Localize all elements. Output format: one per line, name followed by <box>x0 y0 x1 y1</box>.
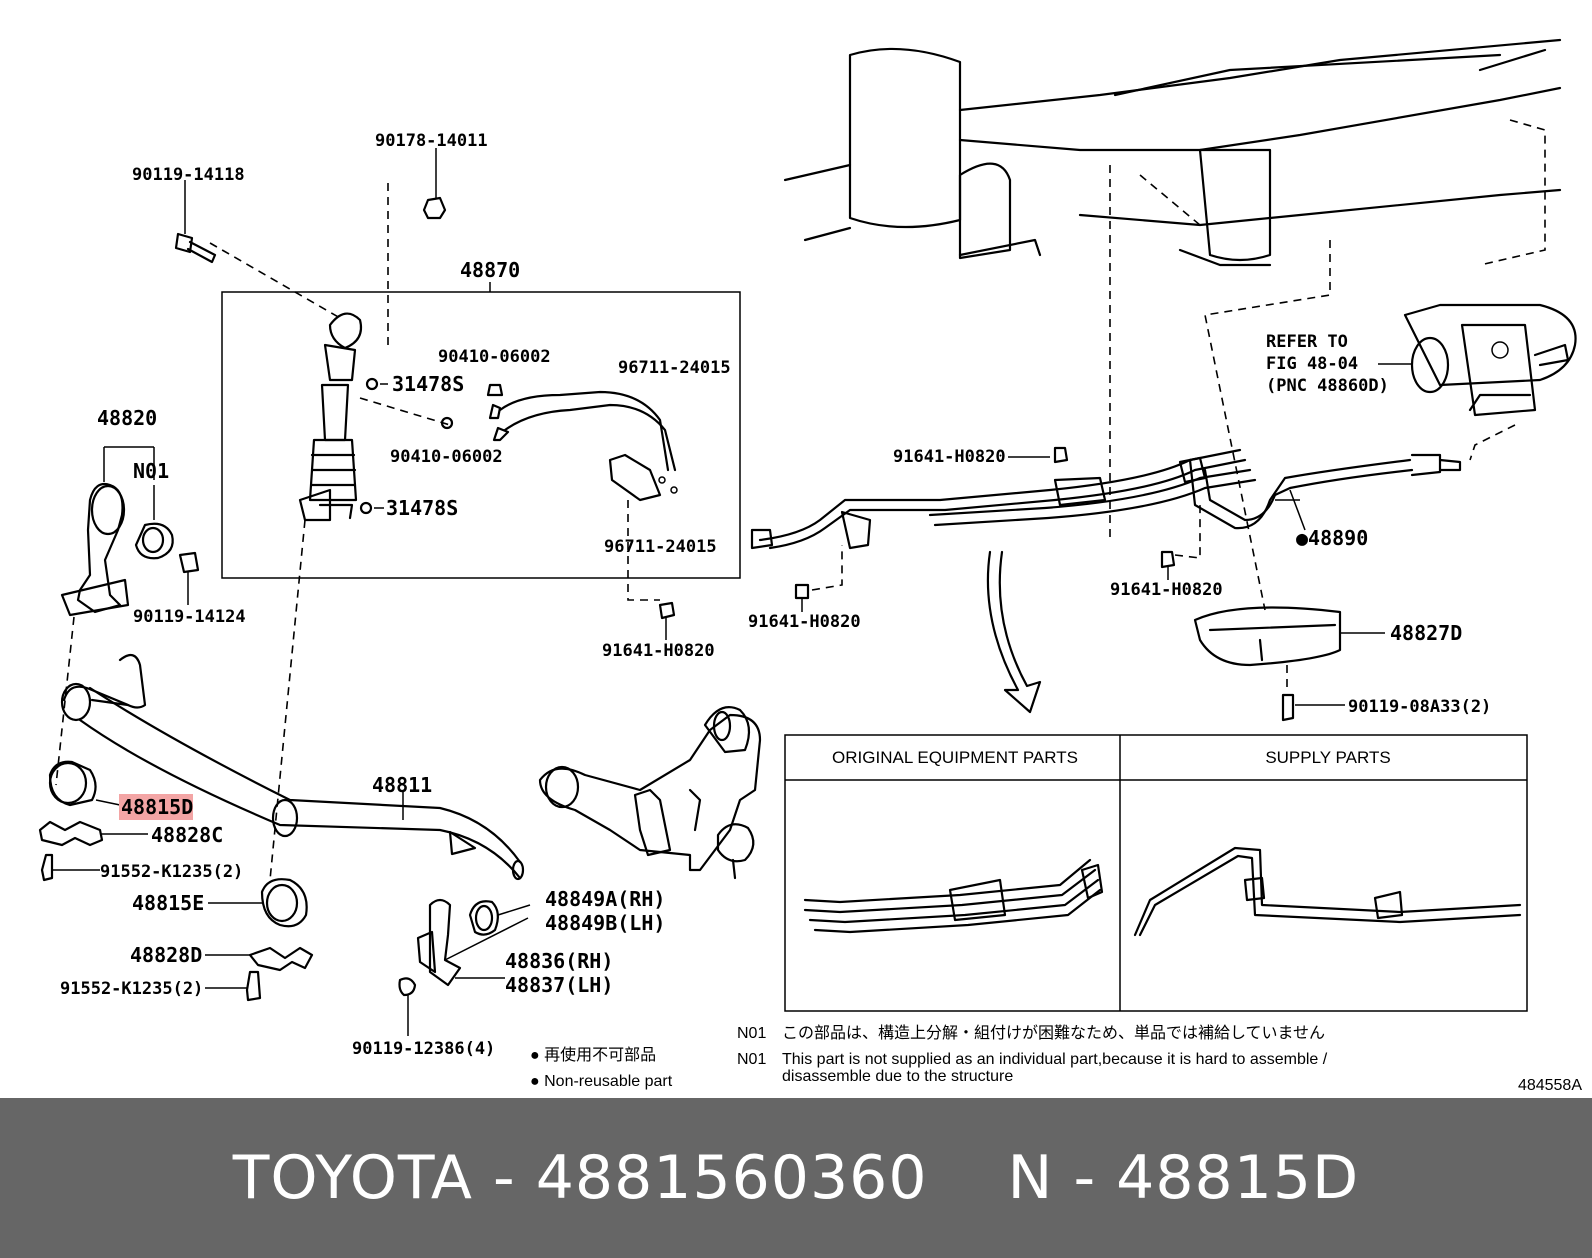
label-90410-06002-b: 90410-06002 <box>390 447 503 467</box>
nut-31478S-a <box>365 377 379 391</box>
label-90119-12386: 90119-12386(4) <box>352 1039 495 1059</box>
vehicle-frame <box>783 38 1562 611</box>
label-91552-K1235-a: 91552-K1235(2) <box>100 862 243 882</box>
footer-bar: TOYOTA - 4881560360 N - 48815D <box>0 1098 1592 1258</box>
label-48849B: 48849B(LH) <box>545 911 665 935</box>
label-48820: 48820 <box>97 406 157 430</box>
label-90410-06002-a: 90410-06002 <box>438 347 551 367</box>
nut-90178-14011 <box>422 196 447 220</box>
stabilizer-actuator <box>298 312 363 522</box>
label-91552-K1235-b: 91552-K1235(2) <box>60 979 203 999</box>
referenced-valve-assembly <box>1403 303 1577 417</box>
label-90119-14124: 90119-14124 <box>133 607 246 627</box>
bushing-48815E <box>260 878 308 928</box>
label-90178-14011: 90178-14011 <box>375 131 488 151</box>
label-48828C: 48828C <box>151 823 223 847</box>
label-48849A: 48849A(RH) <box>545 887 665 911</box>
label-48837: 48837(LH) <box>505 973 613 997</box>
label-90119-14118: 90119-14118 <box>132 165 245 185</box>
actuator-group-box <box>221 291 741 579</box>
bolt-91641-H0820-b <box>1160 550 1176 569</box>
bolt-91552-K1235-b <box>245 970 262 1002</box>
label-48815D: 48815D <box>121 795 193 819</box>
bolt-91641-H0820-d <box>658 601 676 620</box>
table-header-original: ORIGINAL EQUIPMENT PARTS <box>832 748 1078 767</box>
label-91641-H0820-d: 91641-H0820 <box>602 641 715 661</box>
label-48815E: 48815E <box>132 891 204 915</box>
bolt-90119-08A33 <box>1281 693 1295 722</box>
legend-jp: ● 再使用不可部品 <box>530 1046 656 1064</box>
note-text-en-2: disassemble due to the structure <box>782 1068 1013 1085</box>
bolt-91641-H0820-a <box>1053 446 1069 464</box>
label-48828D: 48828D <box>130 943 202 967</box>
label-31478S-b: 31478S <box>386 496 458 520</box>
bolt-90410-a <box>486 383 504 397</box>
lower-control-arm <box>538 706 762 880</box>
bolt-90119-14118 <box>174 232 217 264</box>
label-96711-24015-a: 96711-24015 <box>618 358 731 378</box>
highlight-48815D <box>119 794 193 820</box>
hydraulic-pipe-48890 <box>750 448 1462 550</box>
label-48890: ●48890 <box>1296 526 1368 550</box>
label-91641-H0820-a: 91641-H0820 <box>893 447 1006 467</box>
label-91641-H0820-c: 91641-H0820 <box>748 612 861 632</box>
label-N01: N01 <box>133 459 169 483</box>
legend-en: ● Non-reusable part <box>530 1073 673 1090</box>
note-code-jp: N01 <box>737 1025 766 1042</box>
label-48836: 48836(RH) <box>505 949 613 973</box>
label-31478S-a: 31478S <box>392 372 464 396</box>
clamp-48828D <box>248 946 314 972</box>
note-text-en-1: This part is not supplied as an individu… <box>782 1051 1328 1068</box>
bushing-48815D <box>48 760 97 807</box>
bolt-91641-H0820-c <box>794 583 810 600</box>
bracket-48836 <box>416 898 462 987</box>
clamp-48828C <box>38 820 104 847</box>
label-90119-08A33: 90119-08A33(2) <box>1348 697 1491 717</box>
bolt-90119-12386 <box>398 977 417 997</box>
figure-number: 484558A <box>1518 1077 1582 1094</box>
bolt-91552-K1235-a <box>40 853 54 882</box>
parts-comparison-table: ORIGINAL EQUIPMENT PARTS SUPPLY PARTS <box>784 734 1528 1012</box>
label-96711-24015-b: 96711-24015 <box>604 537 717 557</box>
label-48827D: 48827D <box>1390 621 1462 645</box>
footer-ref: N - 48815D <box>1007 1143 1360 1213</box>
note-code-en: N01 <box>737 1051 766 1068</box>
note-text-jp: この部品は、構造上分解・組付けが困難なため、単品では補給していません <box>782 1024 1325 1042</box>
stabilizer-link-48849 <box>468 900 499 936</box>
label-refer-to: REFER TO <box>1266 332 1348 352</box>
table-header-supply: SUPPLY PARTS <box>1265 748 1390 767</box>
stabilizer-bar-48811 <box>60 653 525 881</box>
label-refer-pnc: (PNC 48860D) <box>1266 376 1389 396</box>
parts-diagram: ORIGINAL EQUIPMENT PARTS SUPPLY PARTS 90… <box>38 38 1582 1094</box>
nut-31478S-b <box>359 501 373 515</box>
actuator-hoses <box>488 390 678 502</box>
label-91641-H0820-b: 91641-H0820 <box>1110 580 1223 600</box>
label-48870: 48870 <box>460 258 520 282</box>
stabilizer-bracket-48820 <box>60 482 200 617</box>
footer-brand-part: TOYOTA - 4881560360 <box>232 1143 928 1213</box>
detail-arrow <box>986 550 1042 714</box>
label-refer-fig: FIG 48-04 <box>1266 354 1358 374</box>
label-48811: 48811 <box>372 773 432 797</box>
protector-48827D <box>1193 606 1342 667</box>
